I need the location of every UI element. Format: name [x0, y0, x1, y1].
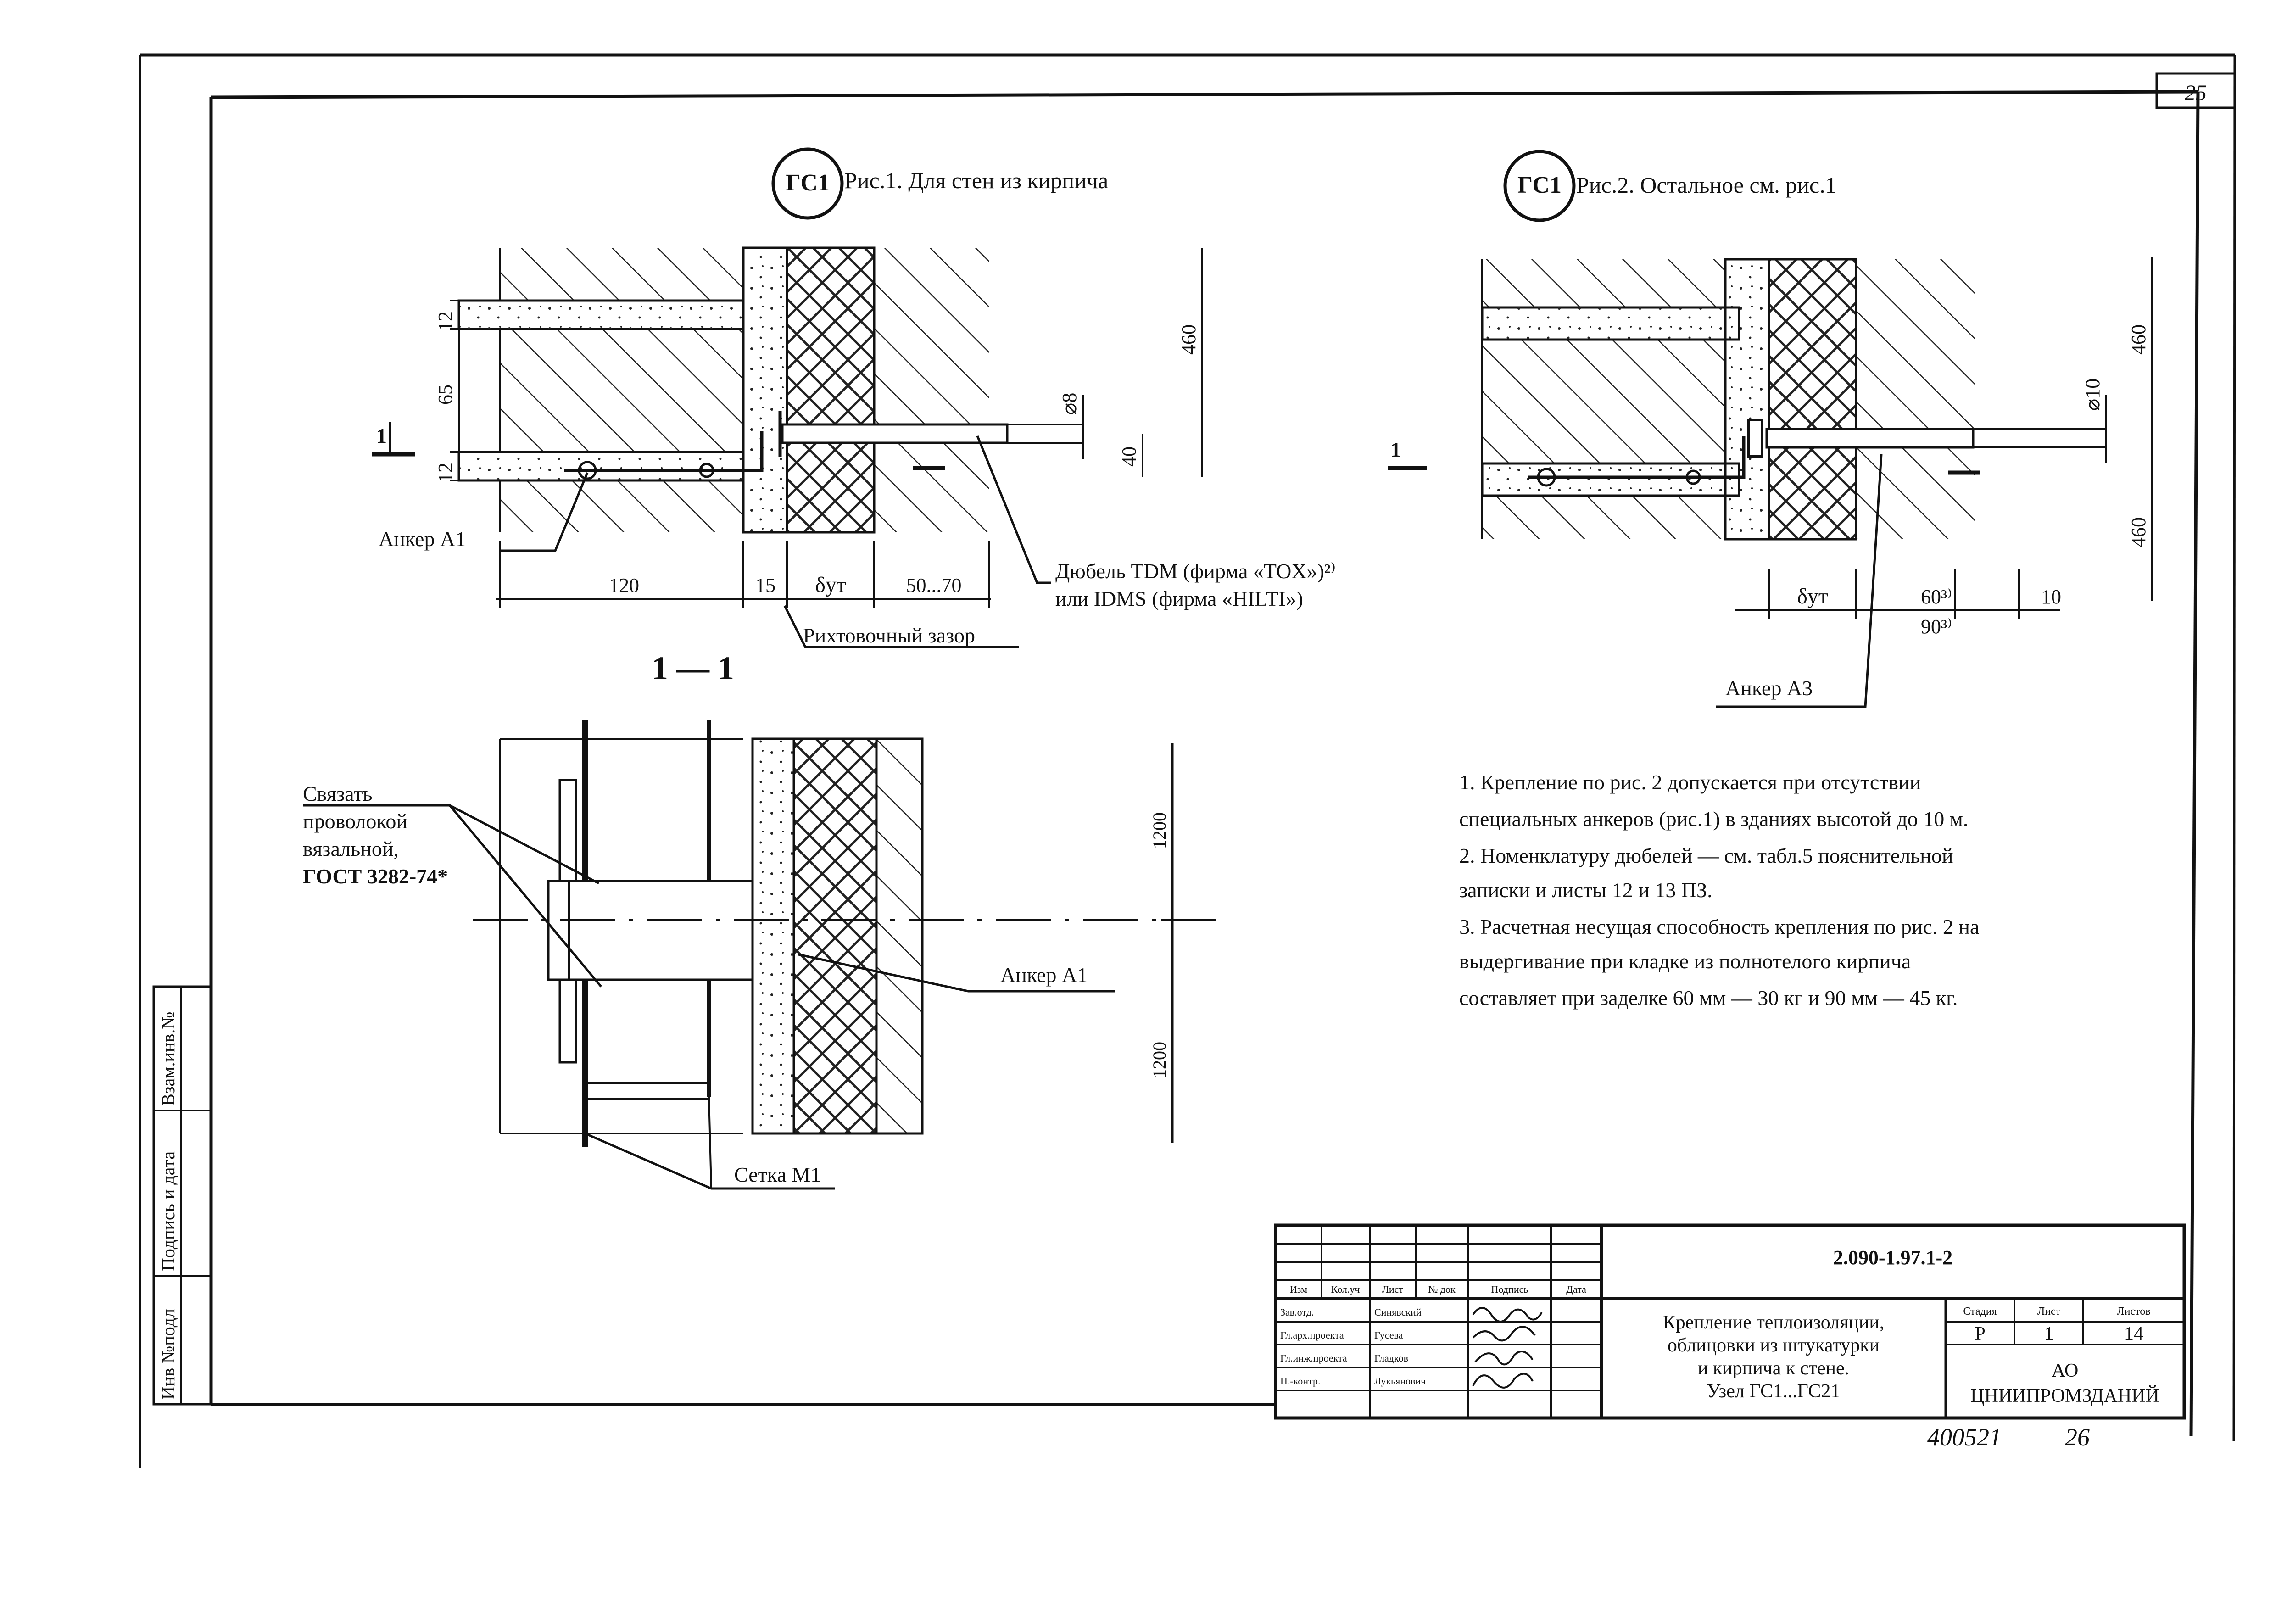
fig1-dim-12-top: 12 — [434, 311, 457, 331]
fig1-dim-65: 65 — [434, 385, 457, 405]
fig1-label-gap: Рихтовочный зазор — [803, 624, 975, 647]
tb-role-3: Гл.инж.проекта — [1280, 1352, 1347, 1364]
note-line-2: специальных анкеров (рис.1) в зданиях вы… — [1459, 807, 1968, 831]
fig1-node-label: ГС1 — [786, 170, 830, 196]
fig1-dim-50-70: 50...70 — [906, 574, 962, 597]
tb-header-date: Дата — [1566, 1284, 1586, 1295]
stamp-inv-original: Инв №подл — [158, 1309, 178, 1400]
tb-header-sign: Подпись — [1491, 1284, 1528, 1295]
tb-org-1: АО — [2052, 1360, 2079, 1381]
tb-sheets-header: Листов — [2117, 1306, 2150, 1317]
fig1-label-dowel-1: Дюбель TDM (фирма «TOX»)²⁾ — [1055, 559, 1336, 583]
side-stamp — [152, 985, 212, 1406]
figure2 — [1388, 150, 2153, 708]
fig2-dim-460-top: 460 — [2127, 324, 2150, 355]
fig1-dim-d8: ⌀8 — [1058, 393, 1081, 415]
tb-description-2: облицовки из штукатурки — [1668, 1335, 1880, 1356]
tb-name-1: Синявский — [1374, 1306, 1422, 1318]
tb-sheets: 14 — [2124, 1323, 2143, 1345]
tb-name-2: Гусева — [1374, 1329, 1403, 1341]
tb-header-list: Лист — [1382, 1284, 1403, 1295]
fig1-label-dowel-2: или IDMS (фирма «HILTI») — [1055, 587, 1303, 610]
page-number: 25 — [2185, 81, 2207, 105]
tb-sheet-header: Лист — [2037, 1306, 2061, 1317]
fig2-dim-delta: δут — [1797, 584, 1828, 608]
fig1-dim-460: 460 — [1177, 324, 1200, 355]
tb-code: 2.090-1.97.1-2 — [1833, 1246, 1952, 1269]
note-line-3: 2. Номенклатуру дюбелей — см. табл.5 поя… — [1459, 844, 1953, 867]
section-tie-line-4: ГОСТ 3282-74* — [303, 865, 448, 888]
sheet-frame — [139, 53, 2236, 1468]
fig1-caption: Рис.1. Для стен из кирпича — [844, 167, 1108, 193]
title-block-grid — [1274, 1223, 2186, 1420]
section-tie-line-2: проволокой — [303, 809, 407, 833]
tb-header-izm: Изм — [1290, 1284, 1307, 1295]
fig2-node-label: ГС1 — [1517, 172, 1562, 198]
fig2-label-anchor: Анкер А3 — [1725, 676, 1813, 700]
signatures — [1472, 1307, 1543, 1389]
fig2-dim-460-bottom: 460 — [2127, 517, 2150, 547]
fig2-dim-10: 10 — [2041, 586, 2061, 608]
note-line-5: 3. Расчетная несущая способность креплен… — [1459, 915, 1979, 938]
section-dim-1200-bottom: 1200 — [1149, 1042, 1170, 1078]
fig1-dim-15: 15 — [755, 574, 775, 597]
fig2-caption: Рис.2. Остальное см. рис.1 — [1576, 172, 1837, 198]
handwritten-number: 400521 — [1927, 1423, 2002, 1451]
section-label-mesh: Сетка М1 — [734, 1163, 821, 1186]
fig1-dim-120: 120 — [609, 574, 639, 597]
section-tie-line-1: Связать — [303, 782, 372, 805]
section-1-1 — [303, 720, 1216, 1190]
note-line-7: составляет при заделке 60 мм — 30 кг и 9… — [1459, 986, 1958, 1010]
tb-role-1: Зав.отд. — [1280, 1306, 1314, 1318]
tb-sheet: 1 — [2044, 1323, 2054, 1345]
note-line-4: записки и листы 12 и 13 ПЗ. — [1459, 878, 1712, 902]
fig1-section-mark: 1 — [376, 424, 387, 447]
section-tie-line-3: вязальной, — [303, 837, 399, 860]
stamp-sign-date: Подпись и дата — [158, 1151, 178, 1271]
tb-role-4: Н.-контр. — [1280, 1375, 1320, 1387]
tb-header-doc: № док — [1428, 1284, 1456, 1295]
tb-description-1: Крепление теплоизоляции, — [1663, 1312, 1885, 1333]
tb-name-3: Гладков — [1374, 1352, 1408, 1364]
tb-role-2: Гл.арх.проекта — [1280, 1329, 1344, 1341]
tb-org-2: ЦНИИПРОМЗДАНИЙ — [1970, 1385, 2159, 1406]
stamp-inv-replace: Взам.инв.№ — [158, 1012, 178, 1106]
note-line-6: выдергивание при кладке из полнотелого к… — [1459, 949, 1911, 973]
section-label-anchor: Анкер А1 — [1000, 963, 1088, 987]
fig2-section-mark: 1 — [1390, 438, 1401, 461]
figure1 — [372, 147, 1203, 648]
tb-description-4: Узел ГС1...ГС21 — [1707, 1381, 1841, 1402]
section-title: 1 — 1 — [652, 650, 734, 686]
fig1-dim-40: 40 — [1118, 446, 1140, 467]
tb-header-kol: Кол.уч — [1331, 1284, 1360, 1295]
fig2-dim-90: 90³⁾ — [1921, 615, 1952, 638]
note-line-1: 1. Крепление по рис. 2 допускается при о… — [1459, 770, 1921, 794]
fig2-dim-d10: ⌀10 — [2081, 379, 2104, 411]
fig1-dim-delta: δут — [815, 573, 846, 597]
tb-stage-header: Стадия — [1963, 1306, 1997, 1317]
fig1-label-anchor: Анкер А1 — [379, 527, 466, 551]
fig1-dim-12-bottom: 12 — [434, 463, 457, 483]
tb-stage: Р — [1975, 1323, 1985, 1345]
tb-name-4: Лукьянович — [1374, 1375, 1426, 1387]
tb-description-3: и кирпича к стене. — [1698, 1358, 1849, 1379]
handwritten-sheet: 26 — [2065, 1423, 2090, 1451]
section-dim-1200-top: 1200 — [1149, 812, 1170, 849]
fig2-dim-60: 60³⁾ — [1921, 586, 1952, 608]
